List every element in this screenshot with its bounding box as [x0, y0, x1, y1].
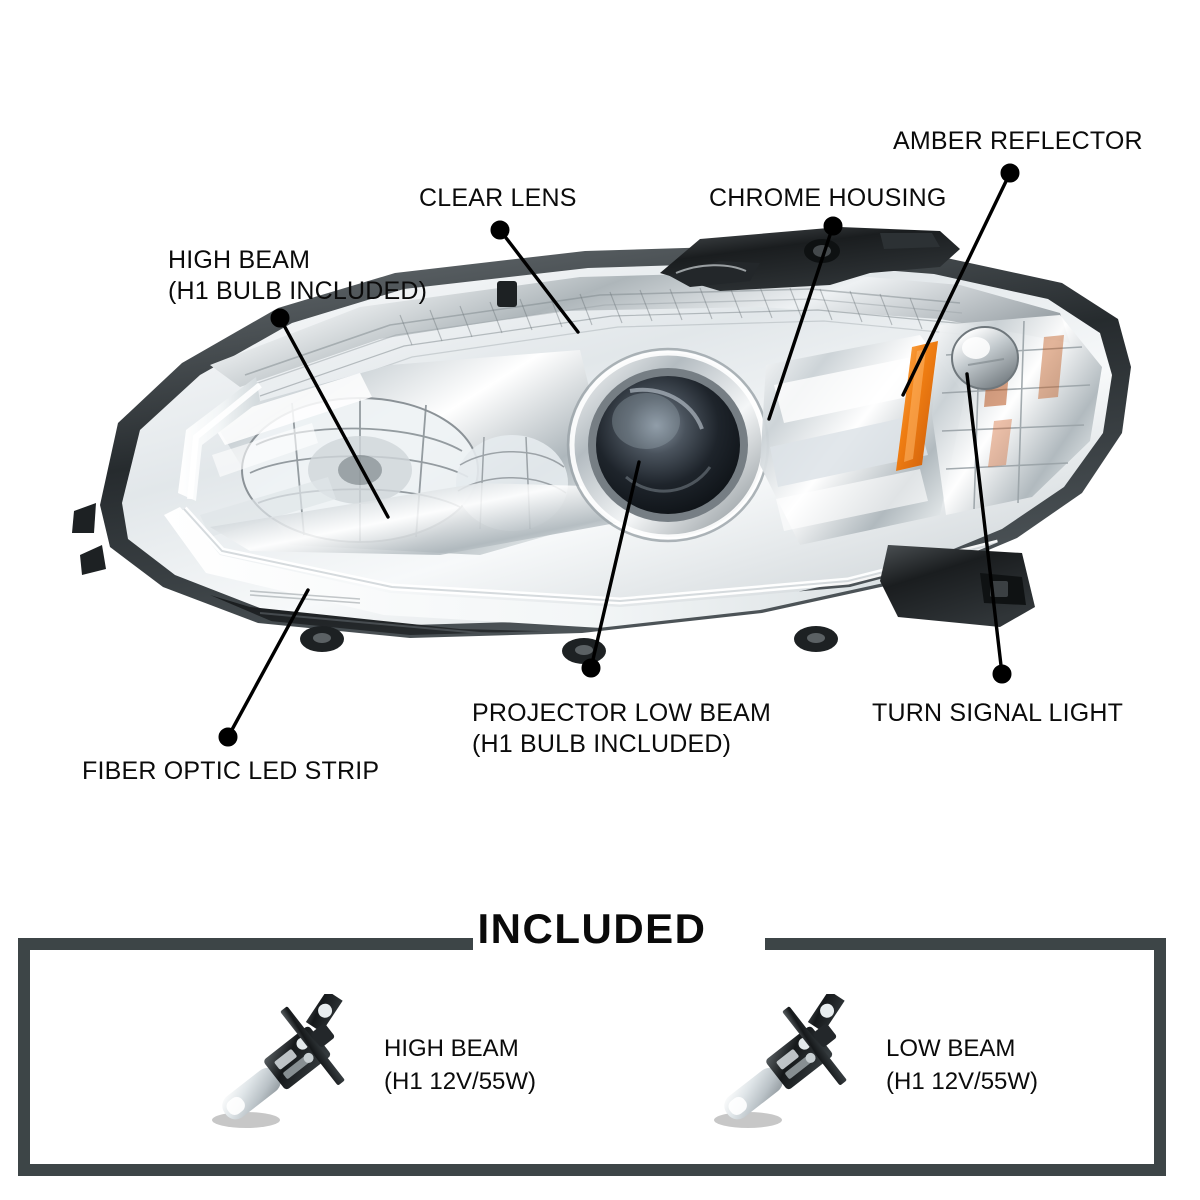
left-side-clips: [72, 503, 106, 575]
callout-chrome-housing-line1: CHROME HOUSING: [709, 184, 947, 212]
callout-turn-signal: TURN SIGNAL LIGHT: [872, 698, 1123, 729]
included-item-high-beam-name: HIGH BEAM: [384, 1035, 519, 1062]
included-item-high-beam-spec: (H1 12V/55W): [384, 1068, 537, 1095]
included-item-low-beam-text: LOW BEAM (H1 12V/55W): [886, 1032, 1038, 1098]
callout-chrome-housing: CHROME HOUSING: [709, 183, 947, 214]
included-panel-frame: [18, 938, 1166, 1176]
h1-bulb-icon: [212, 994, 345, 1128]
h1-bulb-icon: [714, 994, 847, 1128]
callout-high-beam-line1: HIGH BEAM: [168, 246, 311, 274]
included-panel: INCLUDED: [18, 905, 1166, 1176]
callout-high-beam-line2: (H1 BULB INCLUDED): [168, 277, 428, 305]
right-mounting-tab: [880, 545, 1035, 627]
included-title-gap: [473, 934, 765, 956]
included-item-low-beam-spec: (H1 12V/55W): [886, 1068, 1039, 1095]
leader-dot-amber-reflector: [1000, 163, 1020, 183]
callout-fiber-optic: FIBER OPTIC LED STRIP: [82, 756, 379, 787]
callout-amber-reflector-line1: AMBER REFLECTOR: [893, 127, 1143, 155]
callout-amber-reflector: AMBER REFLECTOR: [893, 126, 1143, 157]
callout-projector-low-beam-line2: (H1 BULB INCLUDED): [472, 730, 732, 758]
included-item-low-beam-name: LOW BEAM: [886, 1035, 1016, 1062]
callout-projector-low-beam: PROJECTOR LOW BEAM (H1 BULB INCLUDED): [472, 698, 771, 760]
included-title: INCLUDED: [477, 905, 707, 952]
product-diagram: HIGH BEAM (H1 BULB INCLUDED) CLEAR LENS …: [72, 126, 1143, 787]
included-item-high-beam-text: HIGH BEAM (H1 12V/55W): [384, 1032, 536, 1098]
projector-low-beam: [566, 347, 770, 543]
callout-turn-signal-line1: TURN SIGNAL LIGHT: [872, 699, 1124, 727]
callout-projector-low-beam-line1: PROJECTOR LOW BEAM: [472, 699, 772, 727]
clear-lens-band: [210, 271, 1070, 387]
fiber-optic-led-strip: [164, 377, 1006, 629]
top-post: [497, 281, 517, 307]
callout-fiber-optic-line1: FIBER OPTIC LED STRIP: [82, 757, 380, 785]
callout-high-beam: HIGH BEAM (H1 BULB INCLUDED): [168, 245, 427, 307]
leader-dot-fiber-optic: [218, 727, 238, 747]
callout-clear-lens-line1: CLEAR LENS: [419, 184, 577, 212]
callout-clear-lens: CLEAR LENS: [419, 183, 577, 214]
